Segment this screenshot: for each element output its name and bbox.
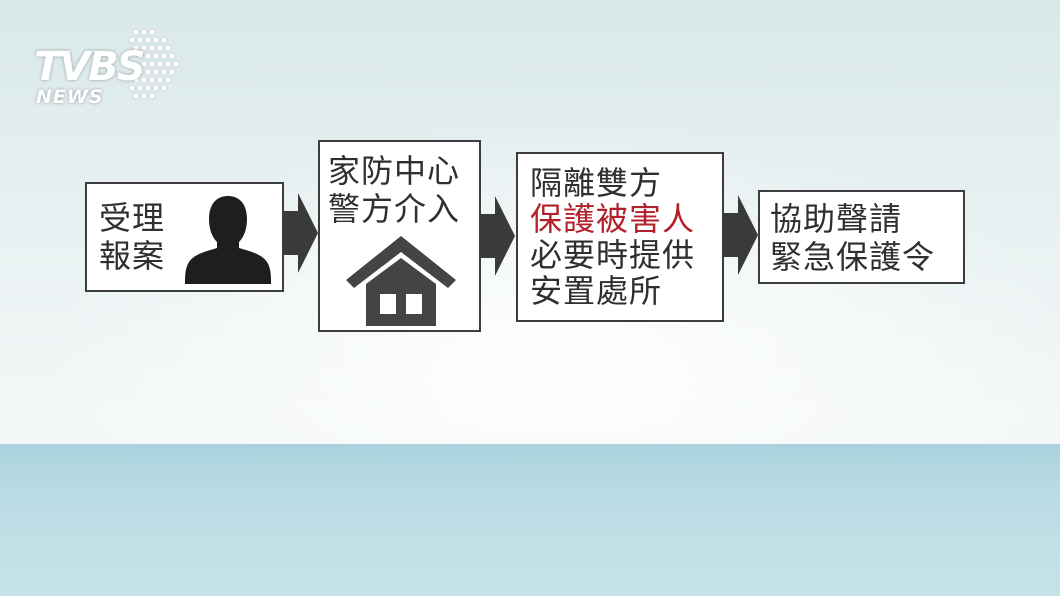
person-silhouette-icon [185,196,271,284]
arrow-2-icon [481,196,515,276]
arrow-1-icon [284,193,318,273]
logo-sub-text: NEWS [36,86,104,108]
step-3-line-3: 必要時提供 [530,236,696,274]
tvbs-news-logo: TVBS NEWS [30,26,190,112]
step-4-line-2: 緊急保護令 [770,238,936,276]
arrow-3-icon [724,195,758,275]
step-1-line-1: 受理 [99,199,166,237]
step-2-line-1: 家防中心 [328,152,461,190]
step-box-protection: 隔離雙方 保護被害人 必要時提供 安置處所 [516,152,724,322]
step-4-line-1: 協助聲請 [770,200,903,238]
house-icon [346,236,456,326]
step-box-intervention: 家防中心 警方介入 [318,140,481,332]
step-1-line-2: 報案 [99,237,166,275]
step-3-line-1: 隔離雙方 [530,164,663,202]
logo-dots-icon [128,28,180,100]
step-box-protection-order: 協助聲請 緊急保護令 [758,190,965,284]
step-3-line-4: 安置處所 [530,272,663,310]
logo-brand-text: TVBS [34,44,146,90]
step-box-report: 受理 報案 [85,182,284,292]
step-3-line-2-highlight: 保護被害人 [530,200,696,238]
step-2-line-2: 警方介入 [328,190,461,228]
background-floor [0,444,1060,596]
